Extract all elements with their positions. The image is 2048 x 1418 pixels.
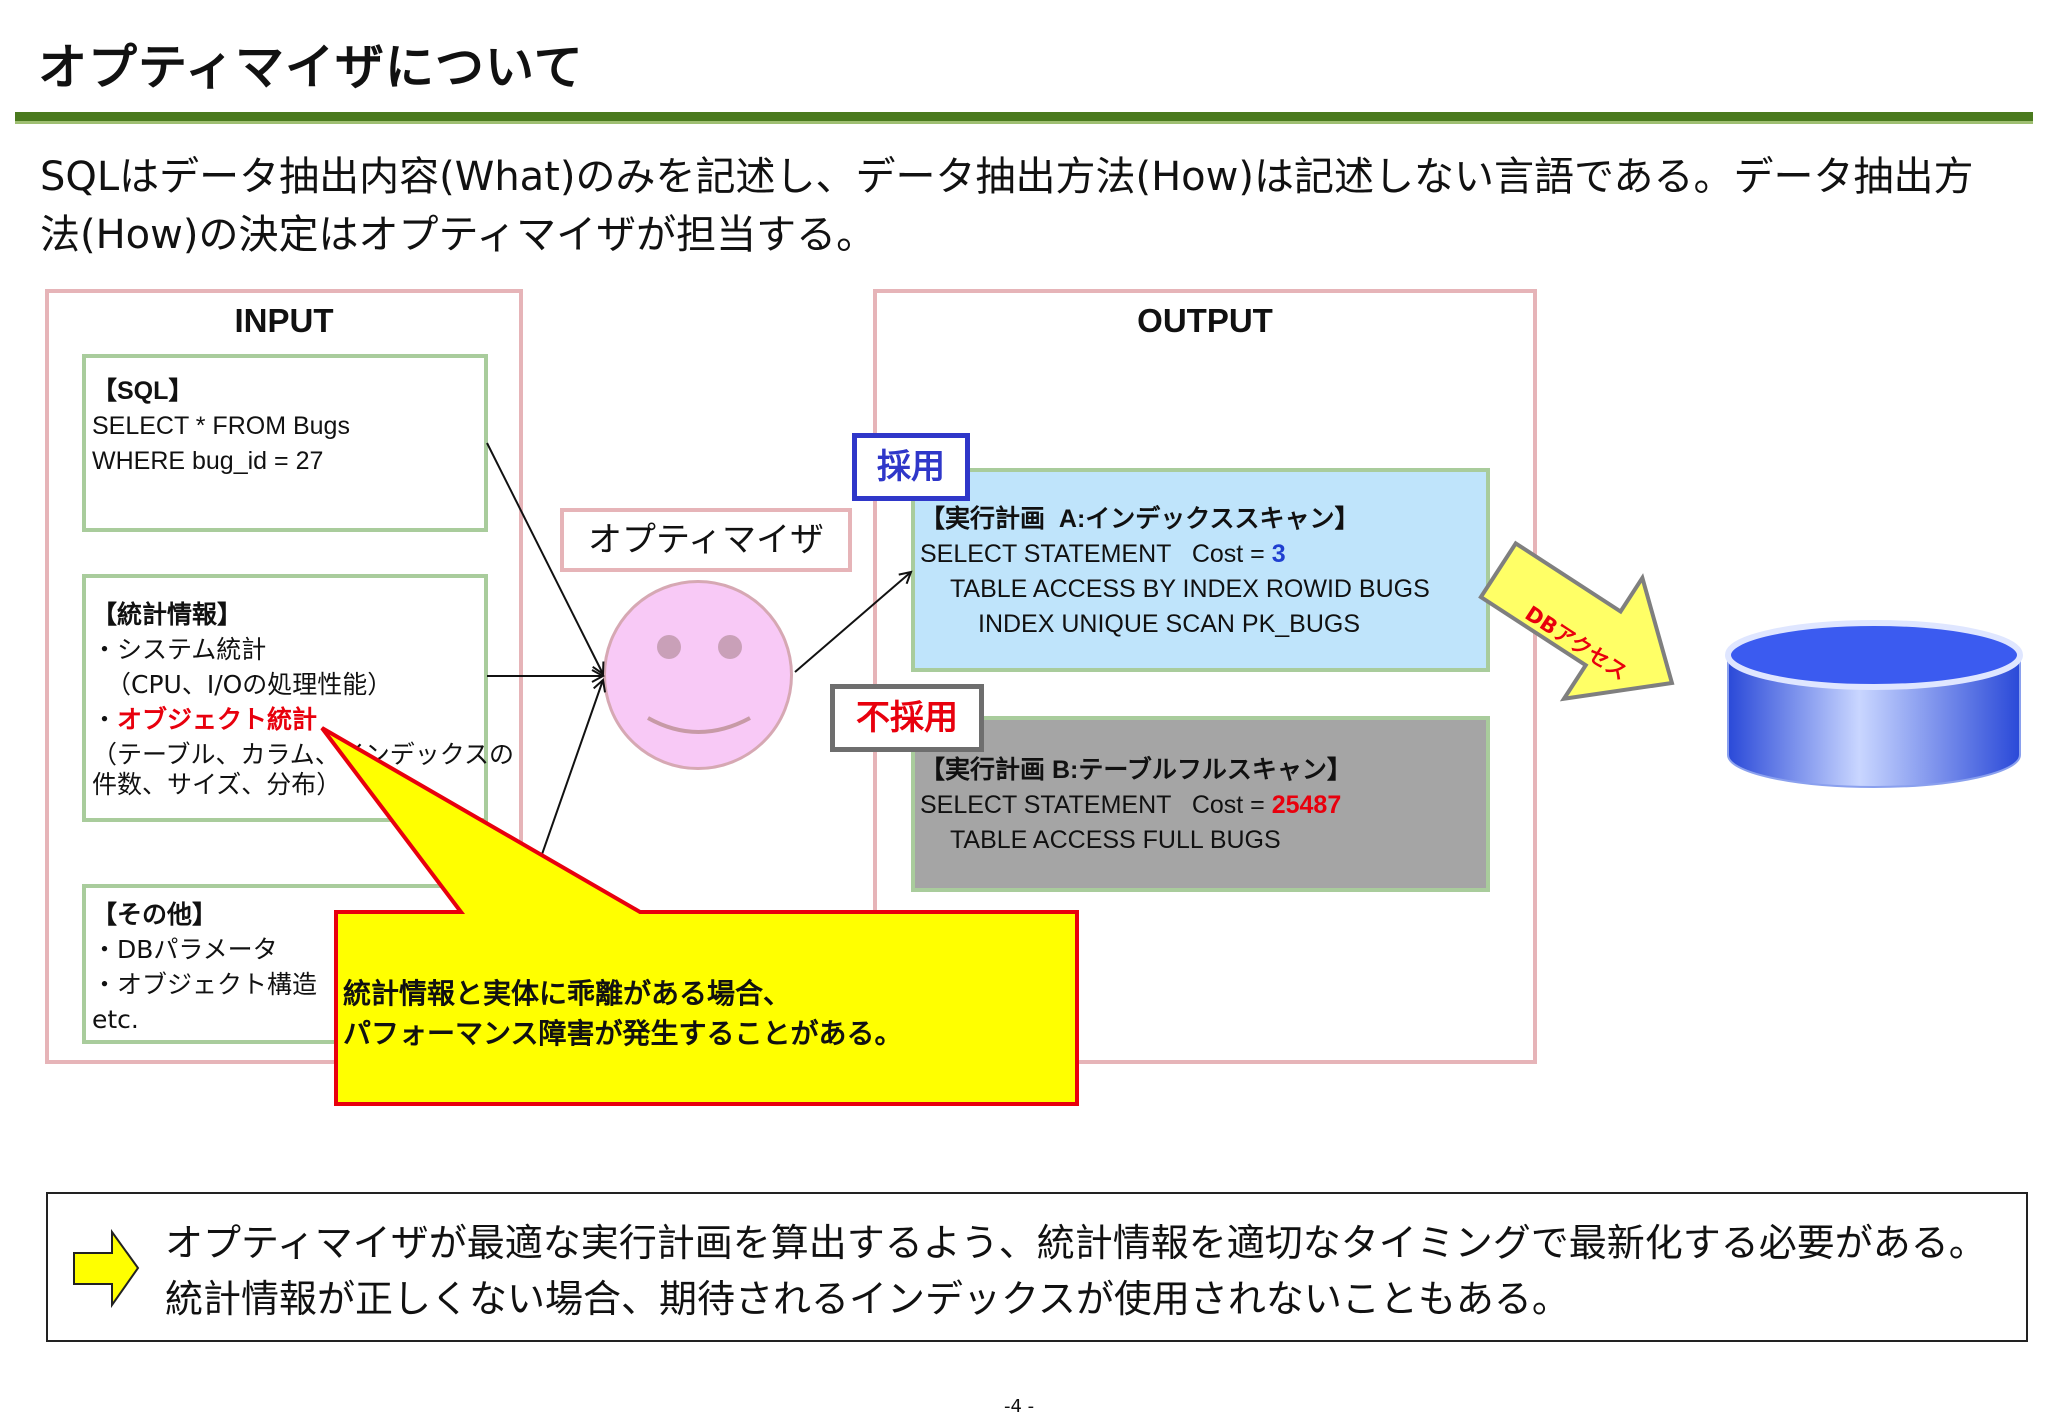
header-rule (15, 112, 2033, 121)
stats-line-5: 件数、サイズ、分布） (92, 770, 342, 799)
smiley-face-icon (603, 580, 793, 770)
plan-b-cost: 25487 (1271, 791, 1342, 819)
output-heading: OUTPUT (1137, 302, 1273, 339)
plan-a-step-2: INDEX UNIQUE SCAN PK_BUGS (978, 610, 1361, 638)
other-line-2: ・オブジェクト構造 (92, 970, 318, 999)
conclusion-line-1: オプティマイザが最適な実行計画を算出するよう、統計情報を適切なタイミングで最新化… (165, 1221, 1987, 1265)
arrow-other-to-optimizer (532, 680, 603, 881)
plan-a-step-1: TABLE ACCESS BY INDEX ROWID BUGS (950, 575, 1430, 603)
sql-box (82, 354, 488, 532)
plan-b-box (911, 716, 1490, 892)
stats-line-4: （テーブル、カラム、インデックスの (92, 740, 515, 769)
page-title: オプティマイザについて (38, 39, 584, 96)
plan-a-cost: 3 (1271, 540, 1286, 568)
face-features (647, 635, 751, 734)
database-cylinder-icon (1725, 620, 2023, 788)
stats-line-3-bullet: ・ (92, 705, 118, 734)
sql-label: 【SQL】 (92, 377, 194, 405)
plan-b-title: 【実行計画 B:テーブルフルスキャン】 (920, 756, 1352, 784)
output-panel (873, 289, 1537, 1064)
sql-line-2: WHERE bug_id = 27 (92, 447, 324, 475)
plan-a-title: 【実行計画 A:インデックススキャン】 (920, 505, 1360, 533)
other-line-1: ・DBパラメータ (92, 935, 278, 964)
plan-b-content: 【実行計画 B:テーブルフルスキャン】 SELECT STATEMENT Cos… (920, 753, 1352, 858)
db-access-arrow-icon (1478, 540, 1675, 702)
object-stats-label: オブジェクト統計 (117, 705, 318, 734)
page-number: -4 - (1004, 1396, 1035, 1417)
stats-box-content: 【統計情報】 ・システム統計 （CPU、I/Oの処理性能） ・オブジェクト統計 … (92, 597, 514, 798)
rejected-badge: 不採用 (830, 684, 984, 752)
sql-line-1: SELECT * FROM Bugs (92, 412, 350, 440)
plan-b-statement-text: SELECT STATEMENT Cost = (920, 791, 1272, 819)
conclusion-box (46, 1192, 2028, 1342)
other-label: 【その他】 (92, 900, 218, 929)
plan-a-content: 【実行計画 A:インデックススキャン】 SELECT STATEMENT Cos… (920, 502, 1430, 642)
yellow-right-arrow-icon (73, 1228, 140, 1309)
header-rule-light (15, 121, 2033, 124)
other-line-3: etc. (92, 1005, 139, 1034)
callout-line-2: パフォーマンス障害が発生することがある。 (343, 1017, 903, 1050)
plan-b-step-1: TABLE ACCESS FULL BUGS (950, 826, 1281, 854)
arrow-optimizer-to-plan (794, 572, 911, 673)
conclusion-line-2: 統計情報が正しくない場合、期待されるインデックスが使用されないこともある。 (165, 1277, 1570, 1321)
plan-a-statement: SELECT STATEMENT Cost = 3 (920, 537, 1430, 572)
adopted-badge: 採用 (852, 433, 970, 501)
stats-box (82, 574, 488, 822)
callout-line-1: 統計情報と実体に乖離がある場合、 (343, 977, 792, 1010)
warning-callout (320, 726, 1079, 1106)
sql-box-content: 【SQL】 SELECT * FROM Bugs WHERE bug_id = … (92, 374, 350, 479)
optimizer-label: オプティマイザ (560, 508, 852, 572)
other-box-content: 【その他】 ・DBパラメータ ・オブジェクト構造 etc. (92, 897, 317, 1037)
arrow-sql-to-optimizer (486, 442, 603, 674)
stats-line-3: ・オブジェクト統計 (92, 702, 514, 737)
intro-text: SQLはデータ抽出内容(What)のみを記述し、データ抽出方法(How)は記述し… (40, 154, 1974, 258)
plan-b-statement: SELECT STATEMENT Cost = 25487 (920, 788, 1352, 823)
plan-a-box (911, 468, 1490, 672)
stats-line-2: （CPU、I/Oの処理性能） (106, 670, 393, 699)
stats-line-1: ・システム統計 (92, 635, 267, 664)
stats-label: 【統計情報】 (92, 600, 243, 629)
input-heading: INPUT (234, 302, 334, 339)
plan-a-statement-text: SELECT STATEMENT Cost = (920, 540, 1272, 568)
